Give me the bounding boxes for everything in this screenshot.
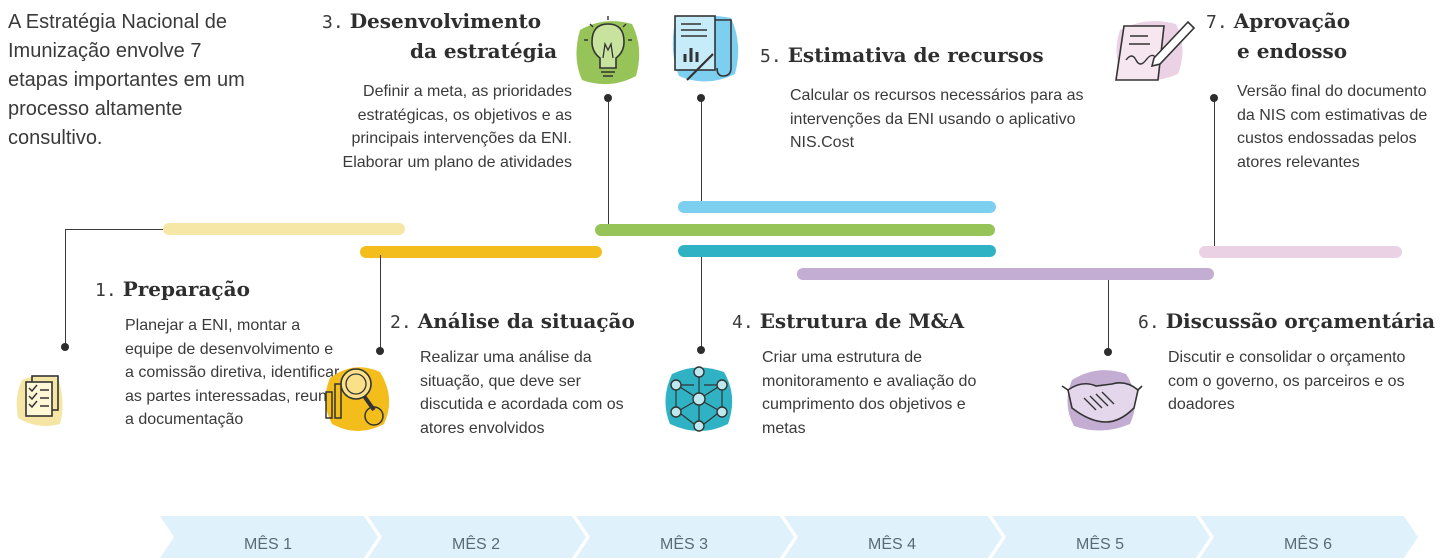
connector-7 — [1214, 97, 1215, 246]
connector-dot-3 — [604, 94, 612, 102]
month-chevron — [368, 516, 586, 558]
step-4-description: Criar uma estrutura de monitoramento e a… — [762, 349, 977, 437]
step-7-number: 7. — [1206, 12, 1228, 33]
step-6-description: Discutir e consolidar o orçamento com o … — [1168, 349, 1406, 413]
checklist-icon — [16, 375, 63, 426]
month-label: MÊS 6 — [1284, 534, 1332, 553]
step-6-name: Discussão orçamentária — [1165, 309, 1436, 333]
connector-2 — [380, 255, 381, 351]
month-label: MÊS 4 — [868, 534, 916, 553]
connector-1 — [65, 229, 66, 347]
step-3-title: 3.Desenvolvimento — [322, 9, 541, 35]
connector-dot-2 — [376, 347, 384, 355]
connector-1 — [65, 229, 163, 230]
step-1-description: Planejar a ENI, montar a equipe de desen… — [125, 317, 340, 428]
connector-dot-4 — [697, 346, 705, 354]
month-chevron — [1200, 516, 1418, 558]
signed-document-icon — [1115, 20, 1196, 81]
month-chevron — [992, 516, 1210, 558]
step-2-name: Análise da situação — [417, 309, 635, 333]
connector-dot-1 — [61, 343, 69, 351]
bar-estrutura-ma — [678, 245, 996, 257]
connector-4 — [701, 257, 702, 349]
month-label: MÊS 5 — [1076, 534, 1124, 553]
bar-analise-situacao — [360, 246, 602, 258]
month-chevron — [160, 516, 378, 558]
step-5-name: Estimativa de recursos — [787, 43, 1044, 67]
step-5-number: 5. — [760, 46, 782, 67]
month-label: MÊS 3 — [660, 534, 708, 553]
step-1-number: 1. — [95, 280, 117, 301]
step-7-name-line1: Aprovação — [1233, 9, 1351, 33]
month-label: MÊS 2 — [452, 534, 500, 553]
bar-estimativa-recursos — [678, 201, 996, 213]
connector-dot-6 — [1104, 348, 1112, 356]
step-6-title: 6.Discussão orçamentária — [1138, 309, 1435, 335]
step-1-name: Preparação — [122, 277, 250, 301]
step-2-title: 2.Análise da situação — [390, 309, 635, 335]
document-chart-icon — [672, 15, 739, 82]
connector-5 — [701, 97, 702, 201]
network-icon — [665, 366, 733, 432]
step-4-number: 4. — [732, 312, 754, 333]
connector-dot-7 — [1210, 94, 1218, 102]
step-5-description: Calcular os recursos necessários para as… — [790, 87, 1084, 151]
month-chevron — [784, 516, 1002, 558]
bar-desenvolvimento-estrategia — [595, 224, 995, 236]
intro-text: A Estratégia Nacional de Imunização envo… — [8, 11, 245, 149]
handshake-icon — [1061, 370, 1143, 431]
step-7-name-line2: e endosso — [1237, 39, 1348, 63]
step-4-title: 4.Estrutura de M&A — [732, 309, 964, 335]
step-4-name: Estrutura de M&A — [759, 309, 965, 333]
connector-dot-5 — [697, 94, 705, 102]
magnifier-chart-icon — [325, 367, 390, 431]
step-1-title: 1.Preparação — [95, 277, 250, 303]
step-2-number: 2. — [390, 312, 412, 333]
step-2-description: Realizar uma análise da situação, que de… — [420, 349, 624, 437]
step-3-description: Definir a meta, as prioridades estratégi… — [342, 83, 572, 171]
connector-6 — [1108, 280, 1109, 352]
connector-3 — [608, 97, 609, 224]
bar-aprovacao-endosso — [1199, 246, 1402, 258]
step-6-number: 6. — [1138, 312, 1160, 333]
step-7-description: Versão final do documento da NIS com est… — [1237, 83, 1428, 171]
step-7-title-line2: e endosso — [1237, 39, 1347, 64]
bar-preparacao — [163, 223, 405, 235]
bar-discussao-orcamentaria — [797, 268, 1214, 280]
month-timeline: MÊS 1 MÊS 2 MÊS 3 MÊS 4 MÊS 5 MÊS 6 — [160, 516, 1418, 558]
step-7-title: 7.Aprovação — [1206, 9, 1350, 35]
month-chevron — [576, 516, 794, 558]
step-3-name-line2: da estratégia — [410, 39, 558, 63]
lightbulb-icon — [576, 16, 640, 85]
step-5-title: 5.Estimativa de recursos — [760, 43, 1044, 69]
step-3-name-line1: Desenvolvimento — [349, 9, 542, 33]
step-3-title-line2: da estratégia — [410, 39, 557, 64]
step-3-number: 3. — [322, 12, 344, 33]
month-label: MÊS 1 — [244, 534, 292, 553]
